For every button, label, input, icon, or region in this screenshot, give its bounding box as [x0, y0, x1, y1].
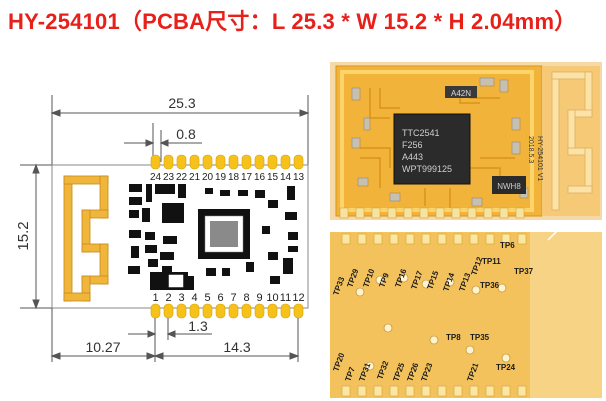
svg-text:1: 1: [152, 292, 158, 304]
pcb-front-photo: A42N TTC2541 F256 A443 WPT999125 NWH8 HY…: [330, 62, 602, 220]
svg-text:21: 21: [189, 172, 201, 183]
board-date-label: 2018.5.3: [527, 136, 534, 163]
top-pads: [150, 154, 304, 170]
svg-text:23: 23: [163, 172, 175, 183]
page-title: HY-254101（PCBA尺寸：L 25.3 * W 15.2 * H 2.0…: [8, 9, 577, 34]
svg-text:18: 18: [228, 172, 240, 183]
svg-text:4: 4: [191, 292, 197, 304]
pcb-back-photo: TP6 TP11 TP37 TP36 TP33 TP29 TP10 TP9 TP…: [330, 232, 602, 398]
offset-left-label: 10.27: [85, 339, 120, 355]
width-label: 15.2: [15, 221, 32, 250]
svg-text:TP37: TP37: [514, 267, 534, 276]
length-label: 25.3: [168, 95, 195, 111]
svg-text:5: 5: [204, 292, 210, 304]
main-chip: TTC2541 F256 A443 WPT999125: [393, 113, 471, 185]
svg-text:13: 13: [293, 172, 305, 183]
svg-text:24: 24: [150, 172, 162, 183]
svg-text:9: 9: [256, 292, 262, 304]
svg-text:6: 6: [217, 292, 223, 304]
svg-text:17: 17: [241, 172, 253, 183]
svg-text:10: 10: [266, 292, 278, 304]
svg-text:TP6: TP6: [500, 241, 515, 250]
pitch-dimension: [124, 123, 202, 162]
pad-span-label: 14.3: [223, 339, 250, 355]
pcb-antenna: [551, 71, 593, 211]
top-pin-numbers: 24 23 22 21 20 19 18 17 16 15 14 13: [150, 172, 305, 183]
svg-text:TP11: TP11: [482, 257, 501, 266]
svg-text:14: 14: [280, 172, 292, 183]
bottom-dimensions: [50, 308, 300, 362]
width-dimension: [20, 163, 70, 310]
chip-top-label: A42N: [451, 89, 471, 98]
crystal-footprint: [167, 273, 185, 289]
chip-small-label: NWH8: [497, 182, 521, 191]
svg-text:7: 7: [230, 292, 236, 304]
bottom-pin-numbers: 1 2 3 4 5 6 7 8 9 10 11 12: [152, 292, 304, 304]
svg-text:15: 15: [267, 172, 279, 183]
svg-text:8: 8: [243, 292, 249, 304]
svg-text:WPT999125: WPT999125: [402, 164, 452, 174]
bottom-pads: [150, 303, 304, 319]
length-dimension: [50, 95, 310, 165]
svg-text:22: 22: [176, 172, 188, 183]
pitch-label: 0.8: [176, 126, 196, 142]
pad-gap-label: 1.3: [188, 318, 208, 334]
dimension-drawing: 25.3 0.8 15.2: [15, 95, 310, 362]
svg-text:A443: A443: [402, 152, 423, 162]
antenna-trace: [63, 175, 109, 302]
svg-text:3: 3: [178, 292, 184, 304]
svg-text:TP36: TP36: [480, 281, 500, 290]
svg-text:TTC2541: TTC2541: [402, 128, 440, 138]
svg-text:F256: F256: [402, 140, 423, 150]
board-version-label: HY-254101 V1: [536, 136, 543, 181]
svg-text:16: 16: [254, 172, 266, 183]
svg-text:20: 20: [202, 172, 214, 183]
qfn-chip-footprint: [198, 209, 250, 259]
svg-text:2: 2: [165, 292, 171, 304]
svg-text:19: 19: [215, 172, 227, 183]
svg-text:11: 11: [280, 292, 291, 304]
svg-text:TP24: TP24: [496, 363, 516, 372]
svg-text:TP35: TP35: [470, 333, 490, 342]
svg-text:TP8: TP8: [446, 333, 461, 342]
svg-text:12: 12: [292, 292, 304, 304]
